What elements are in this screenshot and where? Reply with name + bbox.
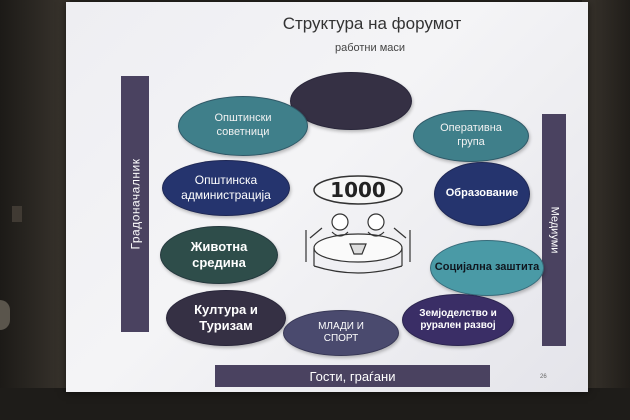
oval-operative-label: Оперативна група [440,122,502,148]
oval-administration: Општинска администрација [162,160,290,216]
room-floor [0,388,630,420]
oval-youth: МЛАДИ И СПОРТ [283,310,399,356]
media-bar: Медиуми [542,114,566,346]
slide-title: Структура на форумот [282,14,462,33]
oval-agriculture-label: Земјоделство и рурален развој [419,307,497,332]
oval-youth-label: МЛАДИ И СПОРТ [318,320,364,345]
room-wall-left [0,0,70,420]
oval-social-label: Социјална заштита [434,261,540,274]
oval-top-blank [290,72,412,130]
mayor-bar: Градоначалник [121,76,149,332]
oval-culture: Култура и Туризам [166,290,286,346]
mayor-label: Градоначалник [128,158,142,250]
oval-education-label: Образование [445,187,519,200]
illustration-number: 1000 [330,178,386,202]
guests-bar: Гости, граѓани [215,365,490,387]
wall-object [0,300,10,330]
room-wall-right [582,0,630,420]
oval-culture-label: Култура и Туризам [194,301,258,333]
oval-administration-label: Општинска администрација [181,173,271,202]
oval-agriculture: Земјоделство и рурален развој [402,294,514,346]
oval-councillors: Општински советници [178,96,308,156]
media-label: Медиуми [548,206,560,254]
oval-education: Образование [434,162,530,226]
page-number: 26 [540,374,547,380]
slide-subtitle: работни маси [334,42,406,54]
oval-environment-label: Животна средина [190,238,248,270]
guests-label: Гости, граѓани [309,368,396,384]
oval-social: Социјална заштита [430,240,544,296]
round-table-illustration: 1000 [305,175,411,274]
oval-environment: Животна средина [160,226,278,284]
wall-fixture [12,206,22,222]
oval-councillors-label: Општински советници [214,112,272,138]
oval-operative: Оперативна група [413,110,529,162]
